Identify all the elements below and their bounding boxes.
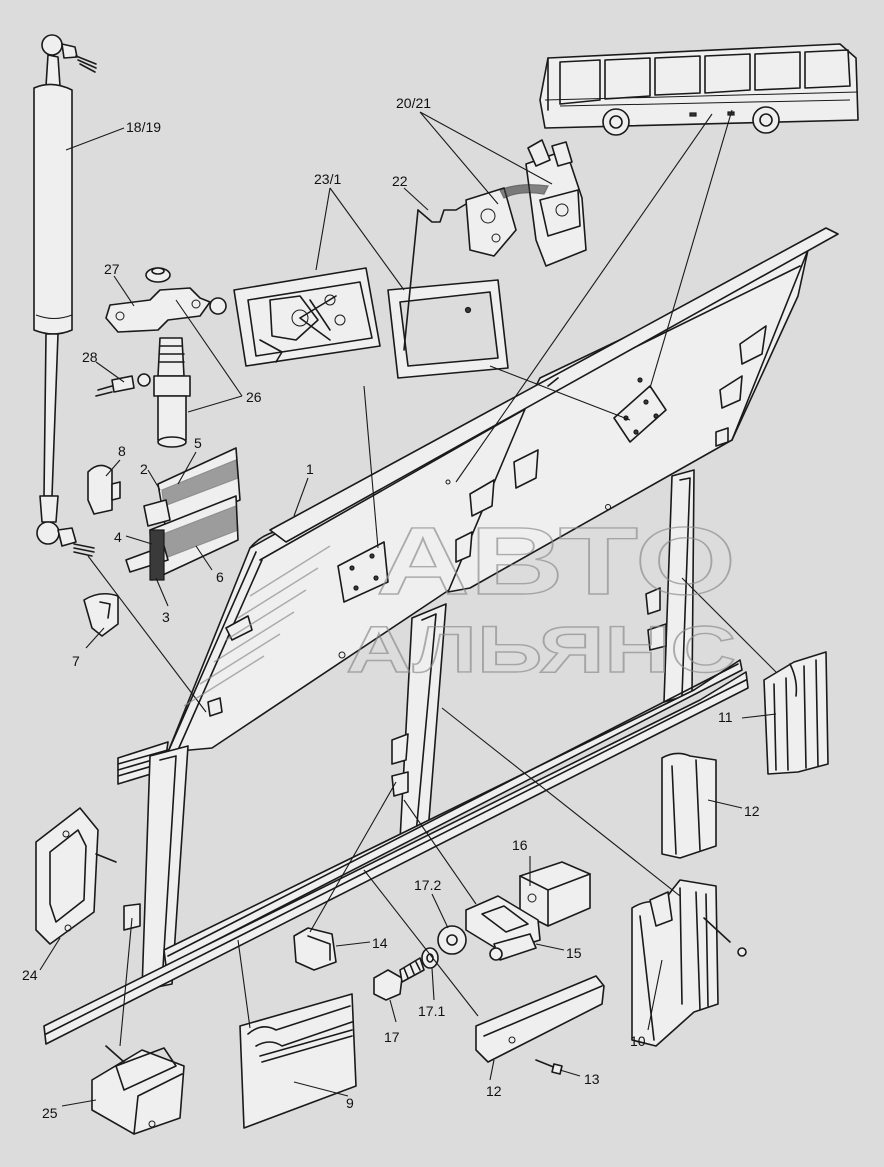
cap-7 — [83, 592, 119, 637]
label-18-19: 18/19 — [126, 119, 161, 135]
leader-lines — [39, 109, 777, 1107]
label-17-1: 17.1 — [418, 1003, 445, 1019]
label-27: 27 — [104, 261, 120, 277]
cap-8 — [87, 464, 121, 515]
label-5: 5 — [194, 435, 202, 451]
watermark-line2: АЛЬЯНС — [346, 612, 736, 686]
label-14: 14 — [372, 935, 388, 951]
frame-structure — [43, 469, 749, 1045]
block-16 — [519, 861, 591, 927]
profile-12-upper — [661, 752, 717, 859]
label-6: 6 — [216, 569, 224, 585]
screw-13 — [535, 1059, 563, 1075]
label-7: 7 — [72, 653, 80, 669]
label-11: 11 — [718, 709, 733, 725]
label-12-lower: 12 — [486, 1083, 502, 1099]
spring-washer-17-1 — [421, 947, 439, 969]
bus-thumbnail — [539, 43, 859, 136]
hinge-rail — [125, 447, 241, 581]
profile-11 — [763, 651, 829, 775]
label-8: 8 — [118, 443, 126, 459]
bracket-27 — [105, 267, 211, 333]
label-17-2: 17.2 — [414, 877, 441, 893]
part-labels: 18/19 20/21 22 23/1 27 26 28 8 5 2 4 6 3… — [22, 95, 760, 1121]
label-17: 17 — [384, 1029, 400, 1045]
label-9: 9 — [346, 1095, 354, 1111]
slide-15 — [465, 895, 541, 961]
label-10: 10 — [630, 1033, 646, 1049]
label-1: 1 — [306, 461, 314, 477]
angle-profile-12-lower — [475, 975, 605, 1063]
washer-17-2 — [437, 925, 467, 955]
watermark: АВТО АЛЬЯНС — [183, 507, 737, 707]
label-15: 15 — [566, 945, 582, 961]
latch-20-21 — [465, 139, 587, 267]
label-22: 22 — [392, 173, 408, 189]
label-20-21: 20/21 — [396, 95, 431, 111]
top-edge-profile — [269, 227, 839, 543]
clip-14 — [293, 927, 337, 971]
front-flap-1 — [167, 387, 549, 753]
label-28: 28 — [82, 349, 98, 365]
profile-10 — [631, 879, 747, 1047]
label-3: 3 — [162, 609, 170, 625]
label-16: 16 — [512, 837, 528, 853]
label-4: 4 — [114, 529, 122, 545]
rear-flap-1 — [447, 249, 809, 593]
label-23-1: 23/1 — [314, 171, 341, 187]
bracket-24 — [35, 807, 117, 945]
lock-frame — [387, 279, 509, 379]
fitting-26 — [153, 337, 191, 448]
fitting-28 — [95, 373, 151, 397]
watermark-line1: АВТО — [376, 508, 736, 615]
profile-9 — [239, 993, 357, 1129]
label-2: 2 — [140, 461, 148, 477]
label-26: 26 — [246, 389, 262, 405]
bracket-25 — [91, 1045, 185, 1135]
label-24: 24 — [22, 967, 38, 983]
label-13: 13 — [584, 1071, 600, 1087]
latch-rod-22 — [403, 203, 467, 351]
bolt-17 — [373, 957, 425, 1001]
label-25: 25 — [42, 1105, 58, 1121]
lock-mechanism — [209, 267, 381, 367]
gas-strut — [33, 34, 97, 557]
label-12-upper: 12 — [744, 803, 760, 819]
